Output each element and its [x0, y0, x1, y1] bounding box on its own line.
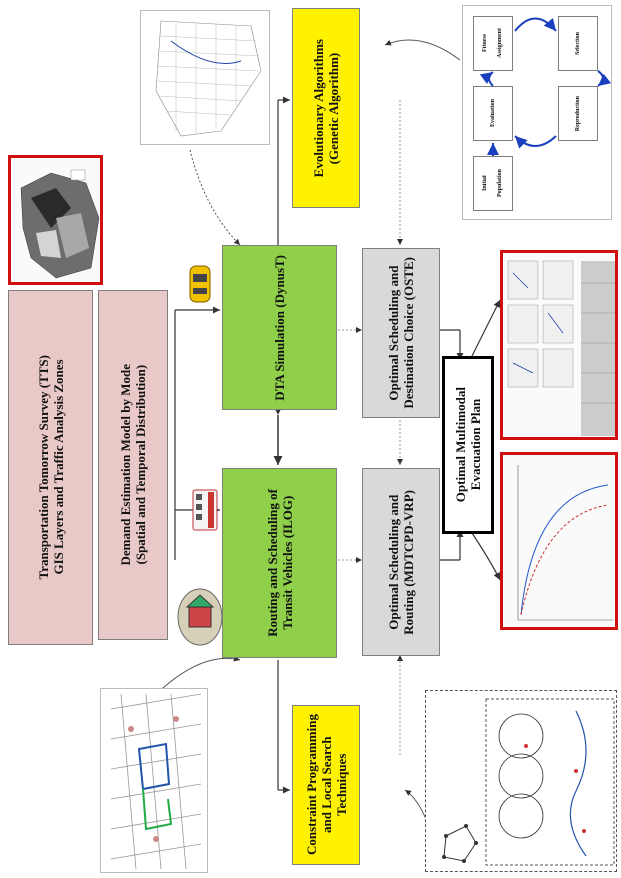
tts-zone-map: [8, 155, 103, 285]
demand-box: Demand Estimation Model by Mode (Spatial…: [98, 290, 168, 640]
plan-box: Optimal Multimodal Evacuation Plan: [442, 356, 494, 534]
pickup-icon: [175, 585, 225, 647]
cp-diagram-graphic: [442, 698, 615, 866]
ga-fitness-box: Fitness Assignment: [473, 16, 513, 71]
oste-label: Optimal Scheduling and Destination Choic…: [386, 257, 416, 409]
tts-label: Transportation Tomorrow Survey (TTS) GIS…: [35, 355, 66, 580]
zone-map-graphic: [20, 169, 100, 279]
taxi-icon: [182, 260, 218, 308]
ga-cycle-frame: Fitness Assignment Selection Evaluation …: [462, 5, 612, 220]
routing-grid-graphic: [110, 693, 202, 870]
ga-reproduction-box: Reproduction: [558, 86, 598, 141]
oste-box: Optimal Scheduling and Destination Choic…: [362, 248, 440, 418]
tts-box: Transportation Tomorrow Survey (TTS) GIS…: [8, 290, 93, 645]
cp-label: Constraint Programming and Local Search …: [303, 714, 349, 856]
ga-selection-box: Selection: [558, 16, 598, 71]
cp-diagram: [425, 690, 617, 872]
dta-box: DTA Simulation (DynusT): [222, 245, 337, 410]
road-network-image: [140, 10, 270, 145]
osr-box: Optimal Scheduling and Routing (MDTCPD-V…: [362, 468, 440, 656]
routing-box: Routing and Scheduling of Transit Vehicl…: [222, 468, 337, 658]
ga-cycle-arrows: [479, 17, 611, 156]
ga-evaluation-box: Evaluation: [473, 86, 513, 141]
ea-box: Evolutionary Algorithms (Genetic Algorit…: [292, 8, 360, 208]
plan-label: Optimal Multimodal Evacuation Plan: [453, 387, 483, 503]
dta-label: DTA Simulation (DynusT): [272, 254, 287, 401]
result-chart-graphic: [517, 465, 613, 621]
ea-label: Evolutionary Algorithms (Genetic Algorit…: [311, 38, 341, 178]
road-network-graphic: [155, 20, 262, 137]
osr-label: Optimal Scheduling and Routing (MDTCPD-V…: [386, 489, 416, 635]
cp-box: Constraint Programming and Local Search …: [292, 705, 360, 865]
result-maps-graphic: [507, 260, 615, 436]
ga-initial-box: Initial Population: [473, 156, 513, 211]
bus-icon: [188, 486, 222, 534]
routing-label: Routing and Scheduling of Transit Vehicl…: [264, 489, 295, 637]
routing-grid-image: [100, 688, 208, 873]
demand-label: Demand Estimation Model by Mode (Spatial…: [118, 364, 148, 566]
result-map-frame: [500, 250, 618, 440]
result-chart-frame: [500, 452, 618, 630]
